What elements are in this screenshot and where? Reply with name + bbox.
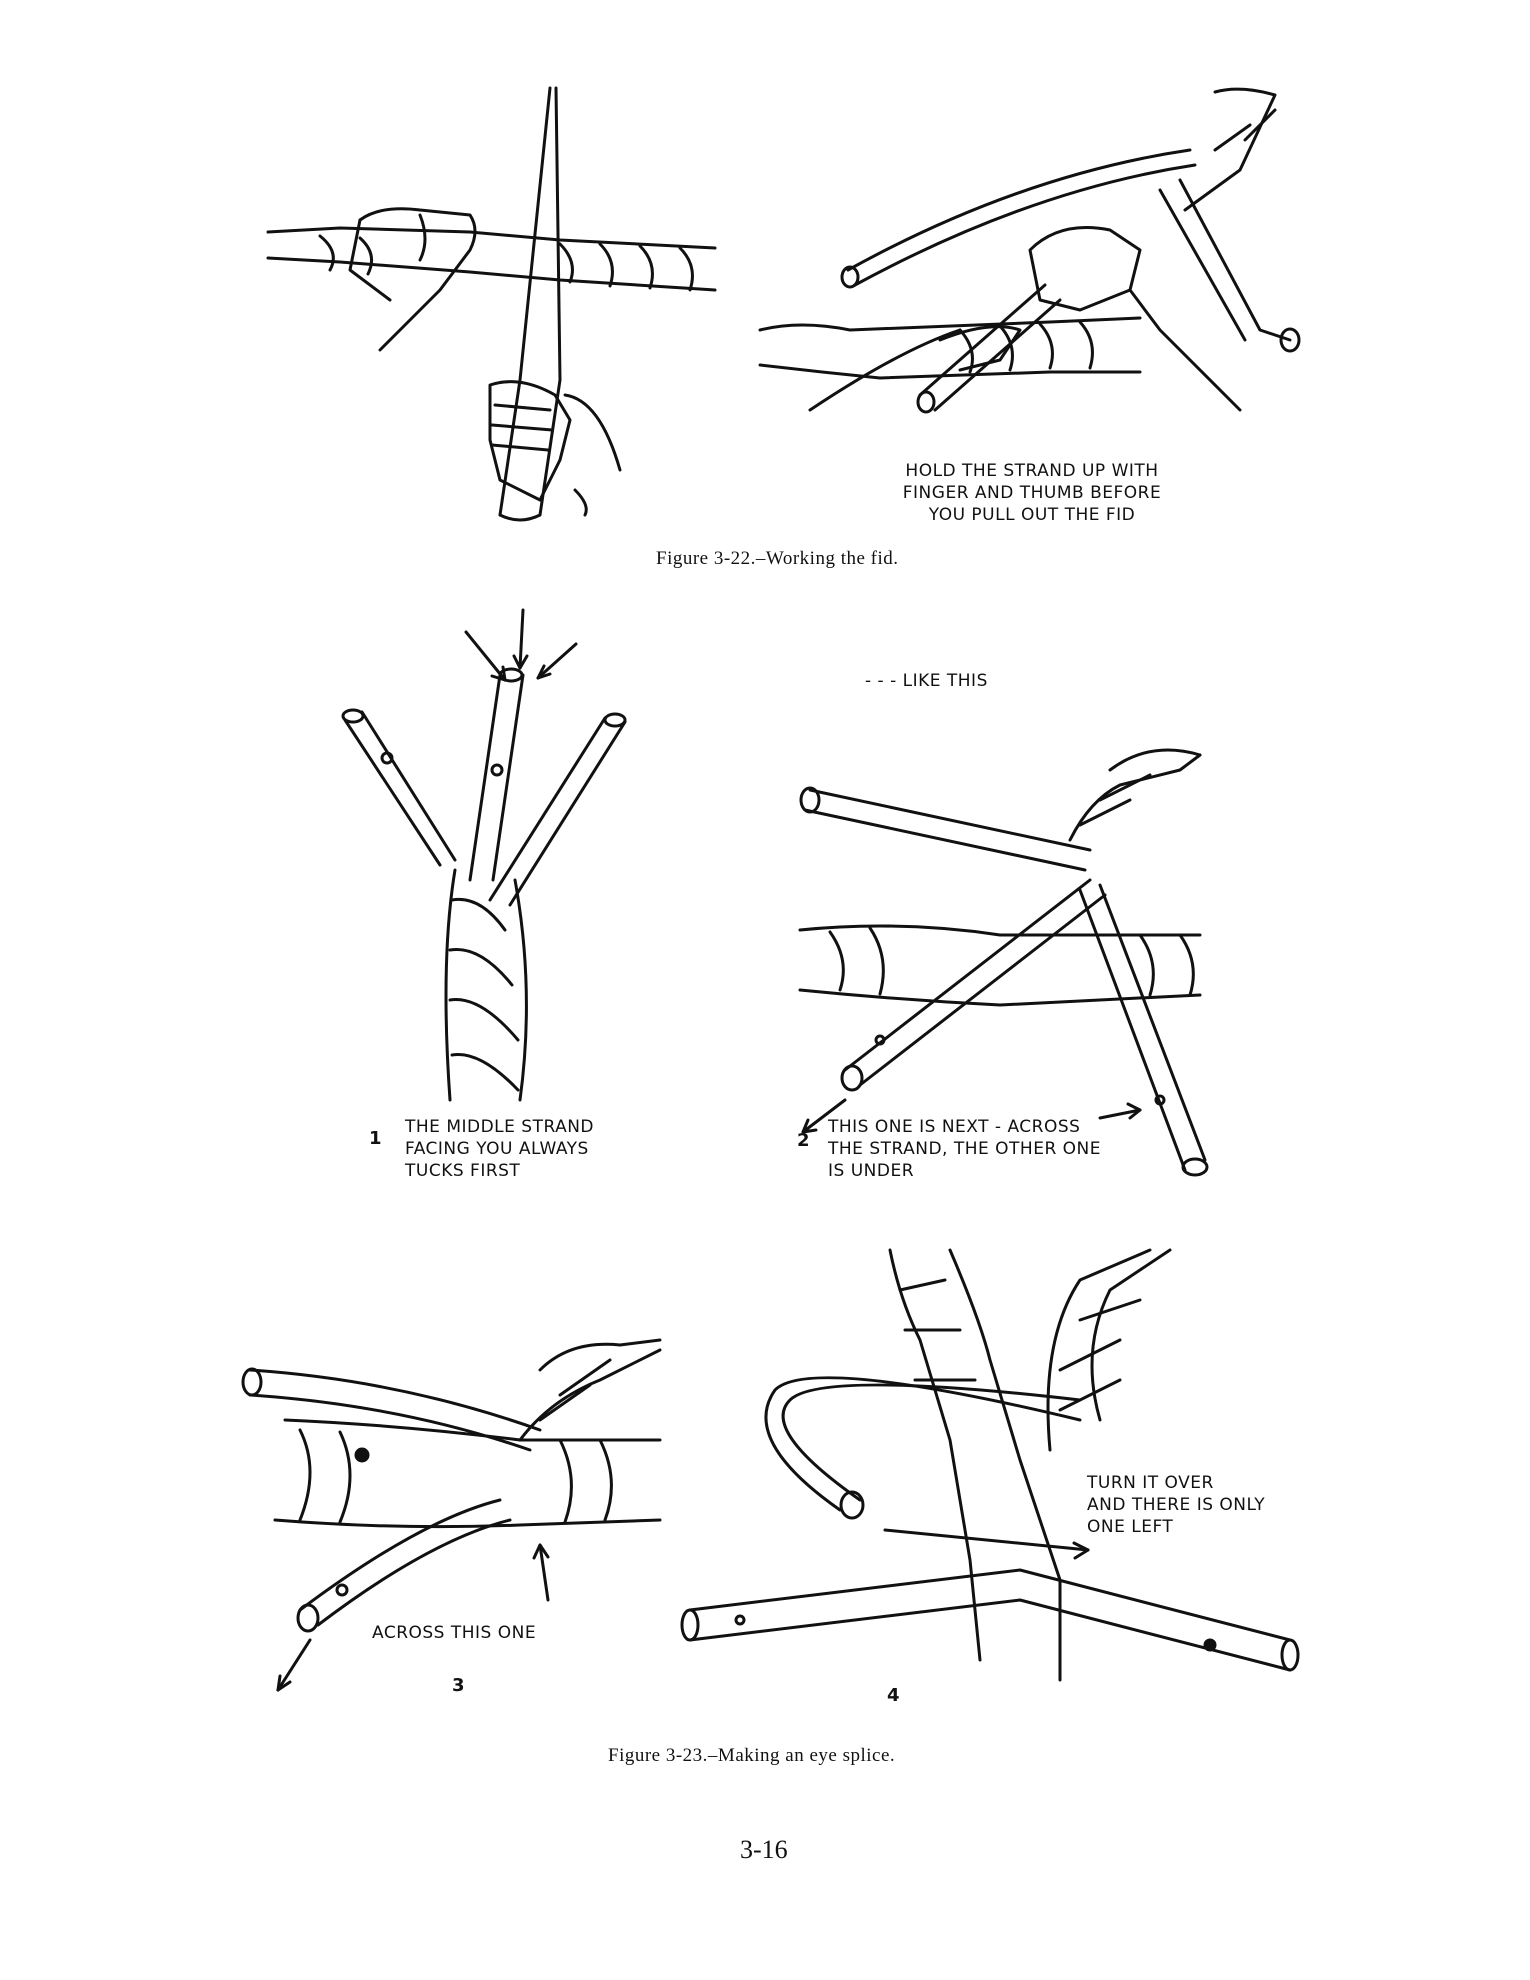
fig23-step2-illustration bbox=[798, 748, 1209, 1177]
fig23-step2-text: THIS ONE IS NEXT - ACROSS THE STRAND, TH… bbox=[828, 1117, 1102, 1181]
fig23-step3-number: 3 bbox=[452, 1675, 465, 1696]
fig22-strand-instruction: HOLD THE STRAND UP WITH FINGER AND THUMB… bbox=[902, 461, 1162, 525]
fig22-left-illustration bbox=[266, 86, 717, 522]
fig22-caption: Figure 3-22.–Working the fid. bbox=[656, 548, 899, 569]
fig23-step2-number: 2 bbox=[797, 1130, 810, 1151]
fig23-step3-illustration bbox=[241, 1338, 662, 1692]
fig23-step1-text: THE MIDDLE STRAND FACING YOU ALWAYS TUCK… bbox=[405, 1117, 595, 1181]
fig23-step4-text: TURN IT OVER AND THERE IS ONLY ONE LEFT bbox=[1087, 1473, 1266, 1537]
fig23-caption: Figure 3-23.–Making an eye splice. bbox=[608, 1745, 896, 1766]
fig23-step1-number: 1 bbox=[369, 1128, 382, 1149]
fig23-step1-illustration bbox=[341, 608, 627, 1102]
fig23-step3-text: ACROSS THIS ONE bbox=[372, 1623, 537, 1643]
fig22-right-illustration bbox=[758, 87, 1301, 414]
fig23-like-this-label: - - - LIKE THIS bbox=[865, 671, 988, 691]
page-number: 3-16 bbox=[740, 1835, 788, 1864]
fig23-step4-illustration bbox=[680, 1248, 1300, 1682]
fig23-step4-number: 4 bbox=[887, 1685, 900, 1706]
